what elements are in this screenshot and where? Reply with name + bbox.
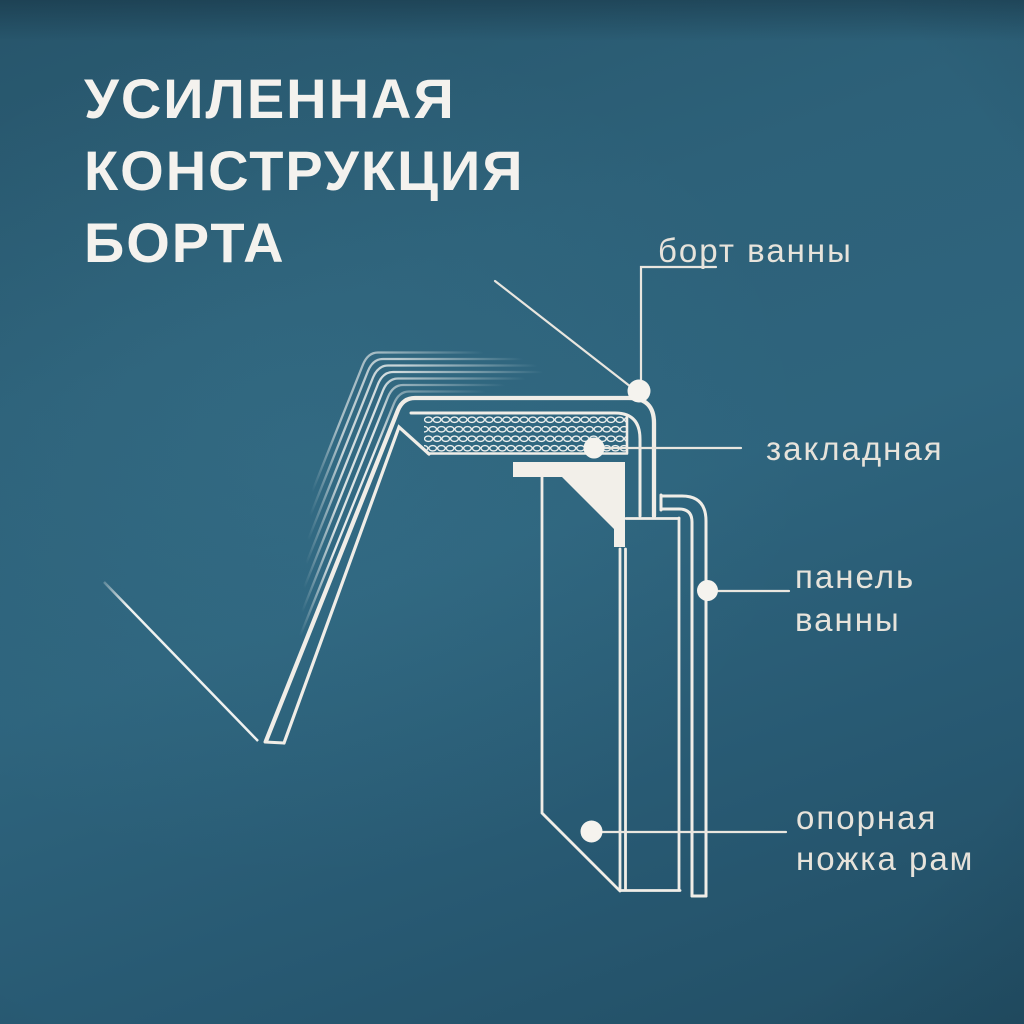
mount-bracket	[513, 462, 625, 547]
callout-dot-opornaya-nozhka	[580, 820, 603, 843]
panel-outer-line	[659, 494, 708, 898]
board-top-and-inner-edge	[409, 411, 642, 518]
rim-outer-line	[263, 395, 657, 744]
bathtub-rim-outline	[263, 395, 657, 745]
leader-bort-vanny	[639, 265, 718, 382]
page-title: УСИЛЕННАЯ КОНСТРУКЦИЯ БОРТА	[84, 63, 524, 279]
callout-label-text: закладная	[766, 430, 944, 467]
callout-dots	[580, 379, 718, 843]
echo-line	[298, 390, 487, 638]
callout-label-zakladnaya: закладная	[766, 427, 944, 470]
support-leg	[540, 475, 682, 893]
echo-line	[304, 370, 545, 566]
callout-label-text: опорная	[796, 799, 938, 836]
page-title-line: УСИЛЕННАЯ	[84, 67, 456, 130]
rim-inner-line	[282, 424, 431, 745]
page-title-line: КОНСТРУКЦИЯ	[84, 139, 525, 202]
callout-label-text: борт ванны	[658, 232, 853, 269]
bath-panel	[659, 493, 708, 898]
echo-line	[306, 364, 539, 542]
echo-line	[300, 383, 507, 614]
bathtub-bottom-line	[103, 581, 259, 742]
callout-label-panel-vanny: панель ванны	[795, 555, 915, 641]
callout-dot-panel-vanny	[697, 580, 718, 601]
echo-line	[310, 351, 485, 494]
echo-line	[302, 377, 527, 590]
callout-label-text: ножка рам	[796, 840, 975, 877]
callout-label-text: ванны	[795, 601, 901, 638]
page-title-line: БОРТА	[84, 211, 286, 274]
callout-label-bort-vanny: борт ванны	[658, 229, 853, 272]
callout-label-opornaya-nozhka: опорная ножка рам	[796, 797, 974, 879]
echo-line	[308, 357, 525, 518]
callout-dot-zakladnaya	[583, 437, 605, 459]
leader-bort-vanny-diagonal	[493, 279, 633, 389]
panel-inner-line	[659, 507, 694, 898]
rim-bottom-cap	[263, 740, 286, 745]
callout-label-text: панель	[795, 558, 916, 595]
rim-layer-echo-lines	[298, 351, 545, 638]
callout-leaders	[493, 265, 791, 834]
leg-left-and-bevel	[540, 475, 622, 893]
callout-dot-bort-vanny	[627, 379, 651, 403]
